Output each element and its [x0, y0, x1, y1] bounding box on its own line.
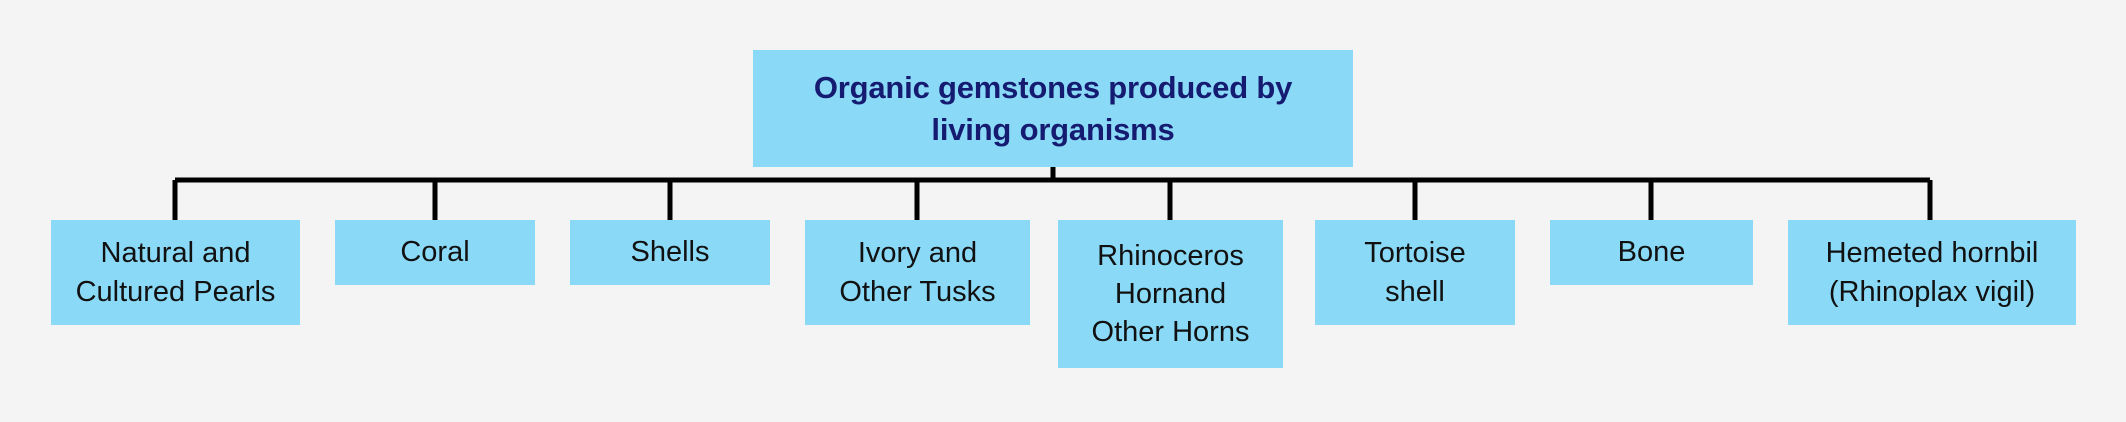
node-ivory-and-other-tusks[interactable]: Ivory and Other Tusks	[805, 220, 1030, 325]
node-tortoise-shell[interactable]: Tortoise shell	[1315, 220, 1515, 325]
node-rhinoceros-horn-and-other-horns[interactable]: Rhinoceros Hornand Other Horns	[1058, 220, 1283, 368]
node-natural-and-cultured-pearls[interactable]: Natural and Cultured Pearls	[51, 220, 300, 325]
node-rhinoceros-horn-and-other-horns-label: Rhinoceros Hornand Other Horns	[1091, 239, 1250, 349]
node-helmeted-hornbill-label: Hemeted hornbil (Rhinoplax vigil)	[1825, 237, 2039, 308]
node-bone-label: Bone	[1617, 236, 1686, 269]
node-bone[interactable]: Bone	[1550, 220, 1753, 285]
node-natural-and-cultured-pearls-label: Natural and Cultured Pearls	[75, 237, 276, 308]
node-root-label: Organic gemstones produced by living org…	[813, 69, 1293, 147]
node-tortoise-shell-label: Tortoise shell	[1364, 237, 1466, 308]
node-shells[interactable]: Shells	[570, 220, 770, 285]
node-coral[interactable]: Coral	[335, 220, 535, 285]
node-helmeted-hornbill[interactable]: Hemeted hornbil (Rhinoplax vigil)	[1788, 220, 2076, 325]
node-root[interactable]: Organic gemstones produced by living org…	[753, 50, 1353, 167]
node-coral-label: Coral	[400, 236, 470, 269]
node-ivory-and-other-tusks-label: Ivory and Other Tusks	[839, 237, 996, 308]
node-shells-label: Shells	[630, 236, 710, 269]
